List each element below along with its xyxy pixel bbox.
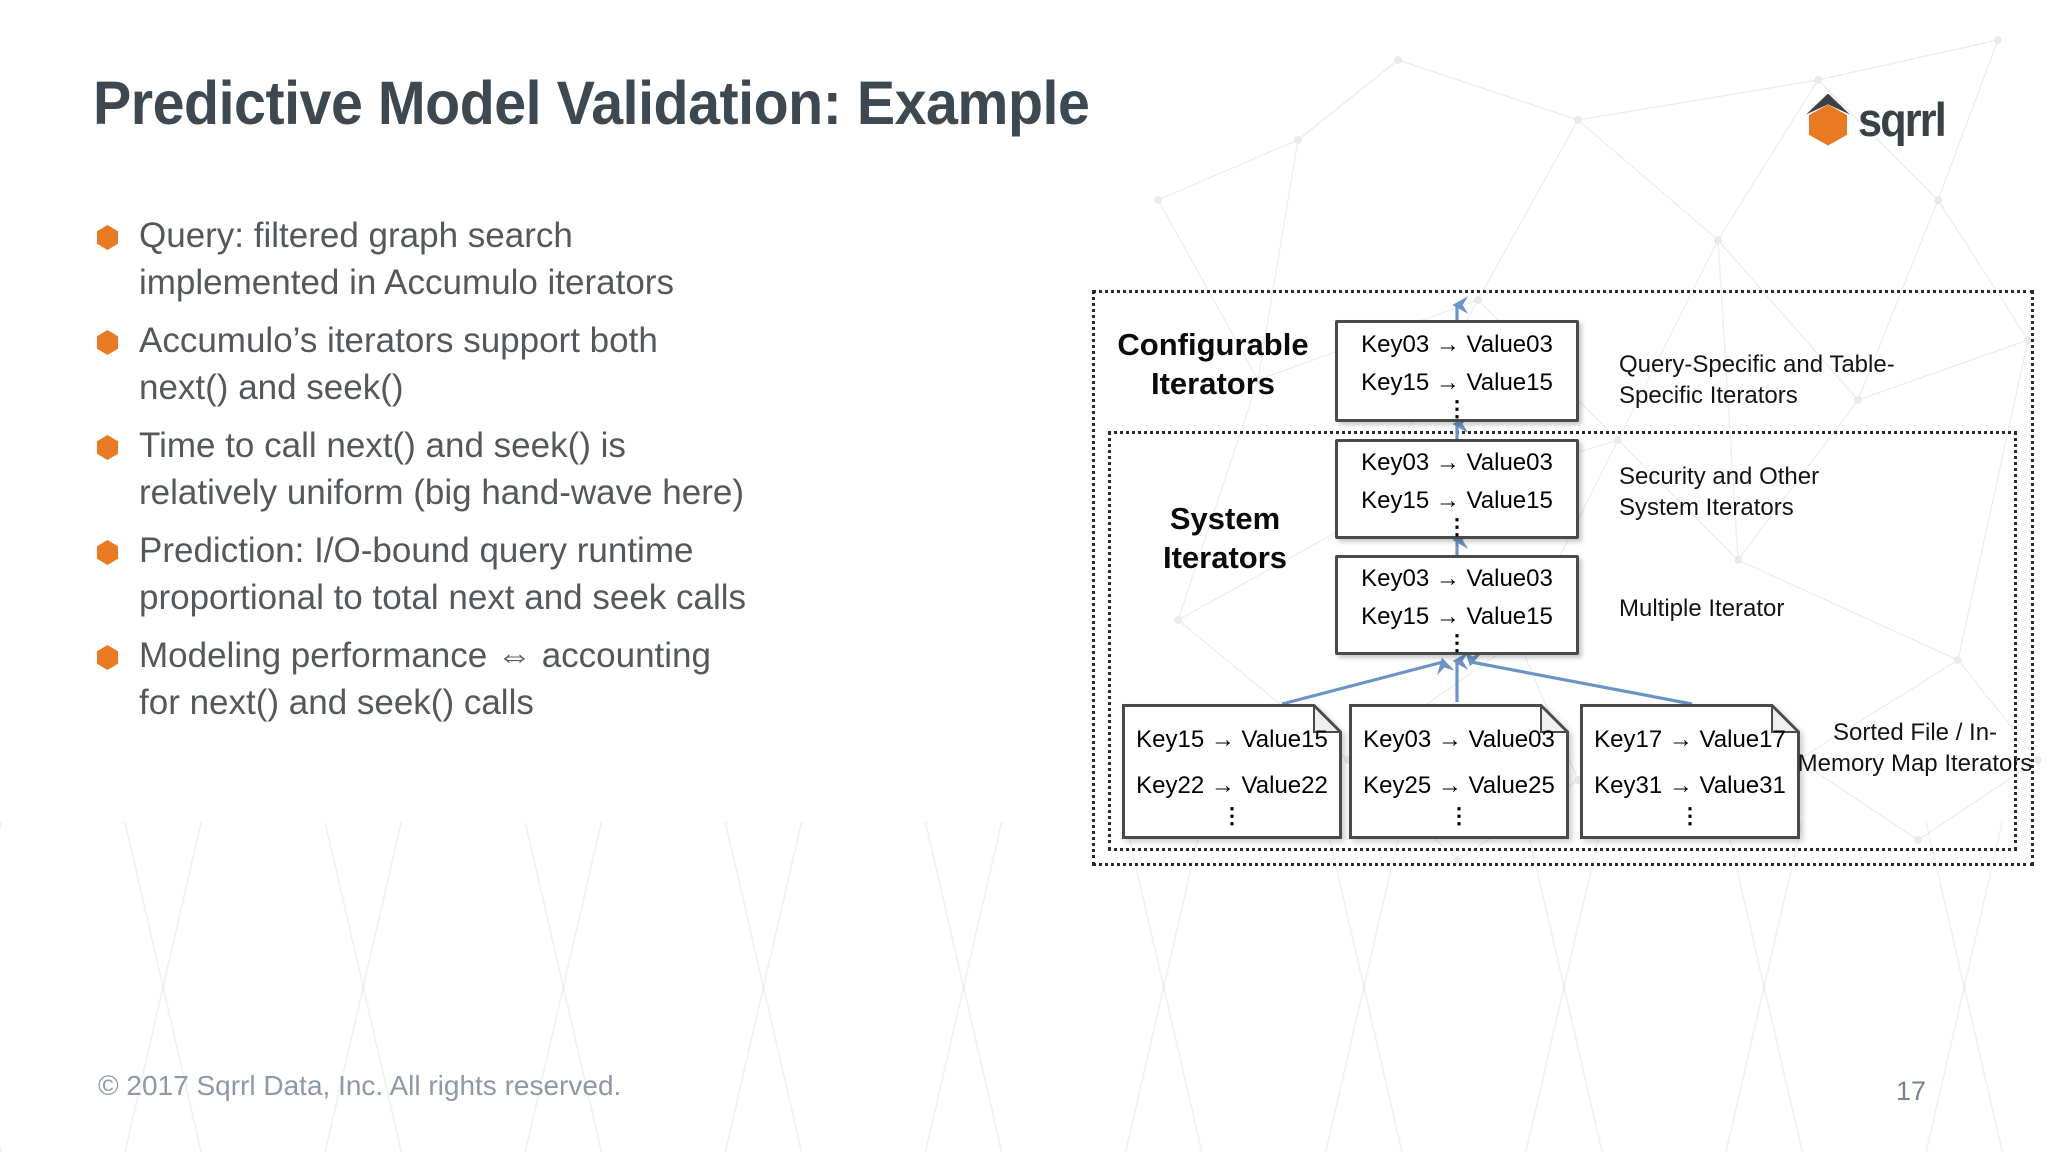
bullet-item-uniform-time: Time to call next() and seek() is relati…	[95, 422, 855, 516]
iterator-box-query-specific: Key03 → Value03 Key15 → Value15 ⋮	[1335, 320, 1579, 422]
key-value-row: Key15 → Value15	[1361, 369, 1553, 396]
key-value-row: Key31 → Value31	[1594, 772, 1786, 799]
source-file-box-2: Key03 → Value03 Key25 → Value25 ⋮	[1349, 704, 1569, 839]
bullet-line: next() and seek()	[139, 368, 404, 407]
key-value-row: Key03 → Value03	[1361, 331, 1553, 358]
label-security-system: Security and Other System Iterators	[1619, 463, 1820, 521]
logo-wordmark: sqrrl	[1858, 93, 1947, 146]
dogear-file-shape	[1349, 704, 1569, 839]
label-line: Configurable	[1117, 327, 1309, 362]
ellipsis: ⋮	[1446, 396, 1468, 421]
iterator-stack-diagram: Configurable Iterators System Iterators …	[1092, 290, 2034, 866]
label-line: Iterators	[1150, 366, 1276, 401]
page-title: Predictive Model Validation: Example	[93, 69, 1090, 137]
iterator-box-multiple: Key03 → Value03 Key15 → Value15 ⋮	[1335, 555, 1579, 655]
bullet-item-query: Query: filtered graph search implemented…	[95, 212, 855, 306]
bullet-line: Query: filtered graph search	[139, 216, 573, 255]
diamond-grid-pattern	[0, 822, 2048, 1152]
label-multiple-iterator: Multiple Iterator	[1619, 595, 1785, 622]
dogear-file-shape	[1580, 704, 1800, 839]
copyright-footer: © 2017 Sqrrl Data, Inc. All rights reser…	[98, 1070, 622, 1101]
bullet-item-prediction: Prediction: I/O-bound query runtime prop…	[95, 527, 855, 621]
key-value-row: Key25 → Value25	[1363, 772, 1555, 799]
key-value-row: Key15 → Value15	[1136, 726, 1328, 753]
key-value-row: Key03 → Value03	[1363, 726, 1555, 753]
hexagon-shape	[1809, 104, 1847, 146]
bullet-line: Accumulo’s iterators support both	[139, 321, 658, 360]
bullet-line: Time to call next() and seek() is	[139, 426, 626, 465]
bullet-line: for next() and seek() calls	[139, 683, 534, 722]
hexagon-bullet-icon	[97, 540, 118, 565]
ellipsis: ⋮	[1679, 803, 1701, 828]
key-value-row: Key15 → Value15	[1361, 603, 1553, 630]
system-iterators-label: System Iterators	[1120, 499, 1330, 577]
bullet-line: implemented in Accumulo iterators	[139, 263, 674, 302]
source-file-rows: Key17 → Value17 Key31 → Value31 ⋮	[1580, 704, 1800, 839]
dogear-file-shape	[1122, 704, 1342, 839]
source-file-box-1: Key15 → Value15 Key22 → Value22 ⋮	[1122, 704, 1342, 839]
system-iterators-section-border	[1108, 431, 2017, 851]
bullet-line: Prediction: I/O-bound query runtime	[139, 531, 694, 570]
sqrrl-logo: sqrrl	[1806, 92, 1953, 147]
sqrrl-acorn-icon	[1806, 93, 1850, 146]
hexagon-bullet-icon	[97, 225, 118, 250]
source-file-rows: Key03 → Value03 Key25 → Value25 ⋮	[1349, 704, 1569, 839]
bullet-item-iterators-support: Accumulo’s iterators support both next()…	[95, 317, 855, 411]
key-value-row: Key22 → Value22	[1136, 772, 1328, 799]
key-value-row: Key03 → Value03	[1361, 565, 1553, 592]
ellipsis: ⋮	[1221, 803, 1243, 828]
ellipsis: ⋮	[1446, 630, 1468, 655]
label-line: System	[1169, 501, 1281, 536]
label-query-specific: Query-Specific and Table-Specific Iterat…	[1619, 351, 1895, 409]
label-sorted-file: Sorted File / In-Memory Map Iterators	[1797, 719, 2033, 777]
bullet-line: Modeling performance ⇔ accounting	[139, 636, 711, 675]
key-value-row: Key15 → Value15	[1361, 487, 1553, 514]
bullet-line: relatively uniform (big hand-wave here)	[139, 473, 744, 512]
key-value-row: Key03 → Value03	[1361, 449, 1553, 476]
source-file-rows: Key15 → Value15 Key22 → Value22 ⋮	[1122, 704, 1342, 839]
key-value-row: Key17 → Value17	[1594, 726, 1786, 753]
ellipsis: ⋮	[1448, 803, 1470, 828]
page-number: 17	[1896, 1076, 1927, 1106]
hexagon-bullet-icon	[97, 645, 118, 670]
ellipsis: ⋮	[1446, 514, 1468, 539]
bullet-list: Query: filtered graph search implemented…	[95, 212, 855, 737]
iterator-box-security: Key03 → Value03 Key15 → Value15 ⋮	[1335, 439, 1579, 539]
hexagon-bullet-icon	[97, 435, 118, 460]
bullet-item-modeling: Modeling performance ⇔ accounting for ne…	[95, 632, 855, 726]
configurable-iterators-label: Configurable Iterators	[1097, 325, 1329, 403]
hexagon-bullet-icon	[97, 330, 118, 355]
source-file-box-3: Key17 → Value17 Key31 → Value31 ⋮	[1580, 704, 1800, 839]
label-line: Iterators	[1162, 540, 1288, 575]
bullet-line: proportional to total next and seek call…	[139, 578, 747, 617]
